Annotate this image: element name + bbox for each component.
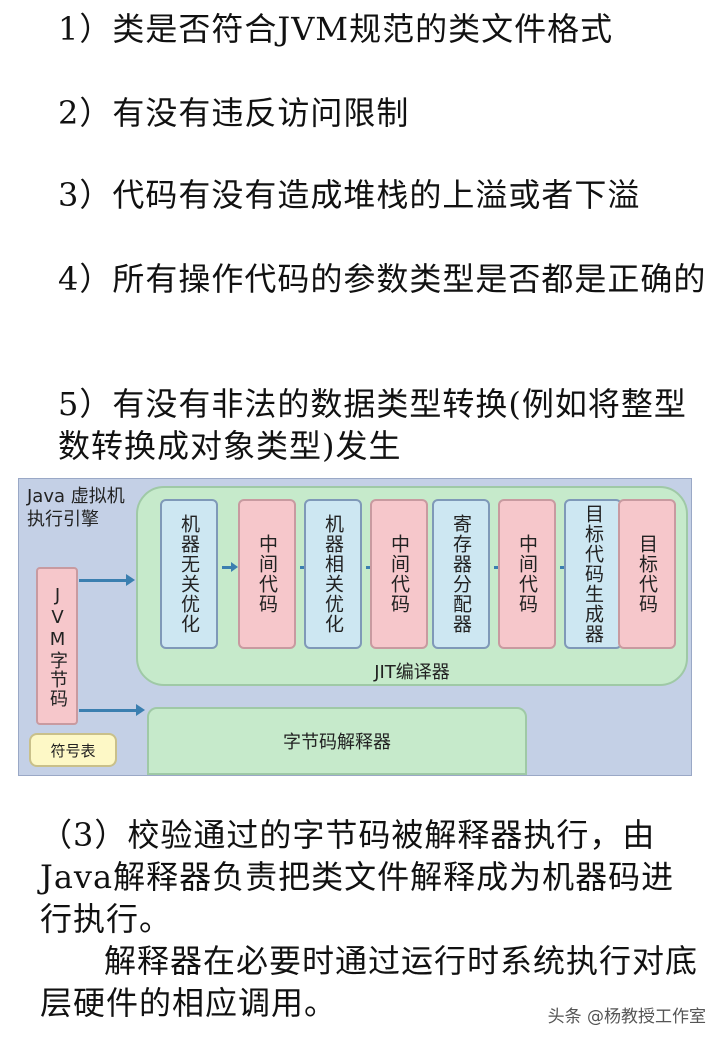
jit-compiler-box: 机器无关优化 中间代码 机器相关优化 中间代码 寄存器分配器 中间代码 目标代码… — [136, 486, 688, 686]
stage-4-label: 中间代码 — [388, 534, 410, 614]
stage-6-label: 中间代码 — [516, 534, 538, 614]
item-4: 4）所有操作代码的参数类型是否都是正确的 — [58, 260, 707, 298]
bytecode-interpreter-box: 字节码解释器 — [147, 707, 527, 775]
jvm-execution-engine-diagram: Java 虚拟机 执行引擎 JVM字节码 机器无关优化 中间代码 机器相关优化 … — [18, 478, 692, 776]
stage-2: 中间代码 — [238, 499, 296, 649]
arrow-1 — [222, 562, 238, 572]
jvm-bytecode-box: JVM字节码 — [36, 567, 78, 725]
stage-5-label: 寄存器分配器 — [450, 514, 472, 634]
stage-2-label: 中间代码 — [256, 534, 278, 614]
engine-title: Java 虚拟机 执行引擎 — [27, 486, 125, 530]
jit-compiler-label: JIT编译器 — [374, 662, 450, 683]
stage-1-label: 机器无关优化 — [178, 514, 200, 634]
jvm-bytecode-label: JVM字节码 — [47, 584, 68, 708]
item-5: 5）有没有非法的数据类型转换(例如将整型数转换成对象类型)发生 — [58, 385, 687, 465]
arrow-to-interpreter — [79, 704, 145, 716]
paragraph-2: 解释器在必要时通过运行时系统执行对底层硬件的相应调用。 — [40, 942, 699, 1022]
stage-8-label: 目标代码 — [636, 534, 658, 614]
stage-3-label: 机器相关优化 — [322, 514, 344, 634]
stage-8: 目标代码 — [618, 499, 676, 649]
bytecode-interpreter-label: 字节码解释器 — [283, 732, 391, 753]
stage-7-label: 目标代码生成器 — [582, 504, 604, 644]
symbol-table-box: 符号表 — [29, 733, 117, 767]
symbol-table-label: 符号表 — [50, 741, 96, 760]
stage-3: 机器相关优化 — [304, 499, 362, 649]
item-1: 1）类是否符合JVM规范的类文件格式 — [58, 10, 614, 48]
arrow-to-jit — [79, 574, 135, 586]
stage-1: 机器无关优化 — [160, 499, 218, 649]
stage-7: 目标代码生成器 — [564, 499, 622, 649]
stage-4: 中间代码 — [370, 499, 428, 649]
stage-6: 中间代码 — [498, 499, 556, 649]
item-3: 3）代码有没有造成堆栈的上溢或者下溢 — [58, 176, 641, 214]
paragraph-1: （3）校验通过的字节码被解释器执行，由Java解释器负责把类文件解释成为机器码进… — [40, 816, 675, 938]
watermark: 头条 @杨教授工作室 — [547, 1007, 706, 1027]
item-2: 2）有没有违反访问限制 — [58, 94, 410, 132]
stage-5: 寄存器分配器 — [432, 499, 490, 649]
